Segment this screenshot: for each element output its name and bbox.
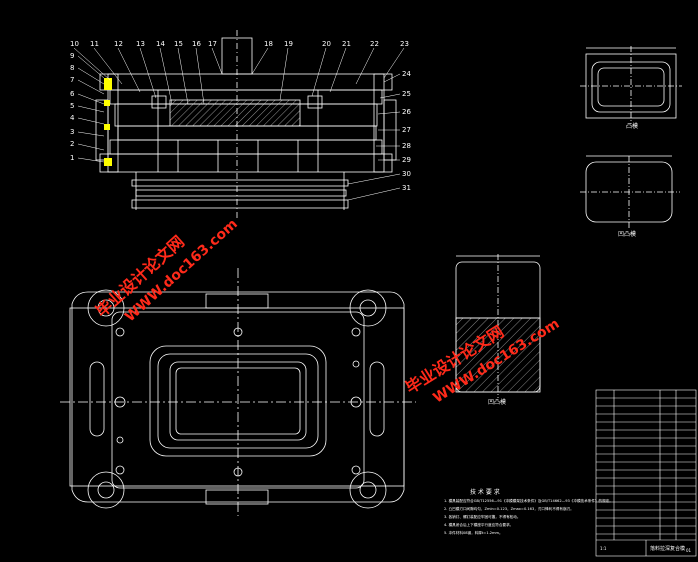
callout-top: 19 [284, 40, 293, 48]
punch-die-detail-view [455, 254, 541, 398]
callout-top: 21 [342, 40, 351, 48]
callout-top: 20 [322, 40, 331, 48]
callout-right: 29 [402, 156, 411, 164]
callout-left: 3 [70, 128, 74, 136]
callout-top: 10 [70, 40, 79, 48]
punch-detail-label: 凸模 [626, 122, 638, 130]
callout-top: 12 [114, 40, 123, 48]
die-detail-label: 凹凸模 [618, 230, 636, 238]
callout-left: 1 [70, 154, 74, 162]
punch-detail-view [580, 46, 682, 124]
assembly-section-view [95, 30, 397, 218]
callout-right: 31 [402, 184, 411, 192]
callout-right: 28 [402, 142, 411, 150]
callout-right: 25 [402, 90, 411, 98]
callout-top: 14 [156, 40, 165, 48]
callout-left: 9 [70, 52, 74, 60]
parts-list-table [595, 389, 697, 557]
technical-requirements: 技 术 要 求 1. 模具装配应符合GB/T12556—91《冲模模架技术条件》… [444, 488, 613, 535]
title-block-scale: 1:1 [600, 546, 607, 551]
section-callouts-top: 10 11 12 13 14 15 16 17 18 19 20 21 22 2… [70, 40, 409, 48]
callout-left: 2 [70, 140, 74, 148]
punch-die-detail-label: 凹凸模 [488, 398, 506, 406]
section-callouts-left: 9 8 7 6 5 4 3 2 1 [70, 52, 75, 162]
lower-die-plan-view [60, 268, 416, 516]
tech-note-line: 3. 各销钉、螺钉装配应牢固可靠，不得有松动。 [444, 514, 520, 519]
callout-top: 15 [174, 40, 183, 48]
callout-left: 7 [70, 76, 74, 84]
tech-note-line: 2. 凸凹模刃口间隙均匀，Zmin=0.123，Zmax=0.163，刃口锋利不… [444, 506, 574, 511]
callout-top: 17 [208, 40, 217, 48]
title-block-drawing-no: 01 [686, 548, 692, 553]
callout-left: 4 [70, 114, 75, 122]
title-block-name: 落料拉深复合模 [650, 545, 685, 552]
callout-right: 26 [402, 108, 411, 116]
callout-right: 30 [402, 170, 411, 178]
die-detail-view [580, 155, 680, 228]
tech-note-line: 4. 模具闭合后上下模座平行度应符合要求。 [444, 522, 513, 527]
callout-left: 8 [70, 64, 74, 72]
tech-notes-title: 技 术 要 求 [470, 488, 500, 496]
callout-left: 6 [70, 90, 75, 98]
section-callouts-right: 24 25 26 27 28 29 30 31 [402, 70, 411, 192]
callout-right: 27 [402, 126, 411, 134]
callout-top: 16 [192, 40, 201, 48]
watermark-left: 毕业设计论文网 WWW.doc163.com [92, 216, 241, 325]
callout-top: 23 [400, 40, 409, 48]
tech-note-line: 5. 冲件材料08钢，料厚t=1.2mm。 [444, 530, 503, 535]
callout-top: 13 [136, 40, 145, 48]
tech-note-line: 1. 模具装配应符合GB/T12556—91《冲模模架技术条件》及GB/T146… [444, 498, 613, 503]
callout-right: 24 [402, 70, 411, 78]
callout-top: 22 [370, 40, 379, 48]
callout-top: 11 [90, 40, 99, 48]
callout-top: 18 [264, 40, 273, 48]
callout-left: 5 [70, 102, 74, 110]
